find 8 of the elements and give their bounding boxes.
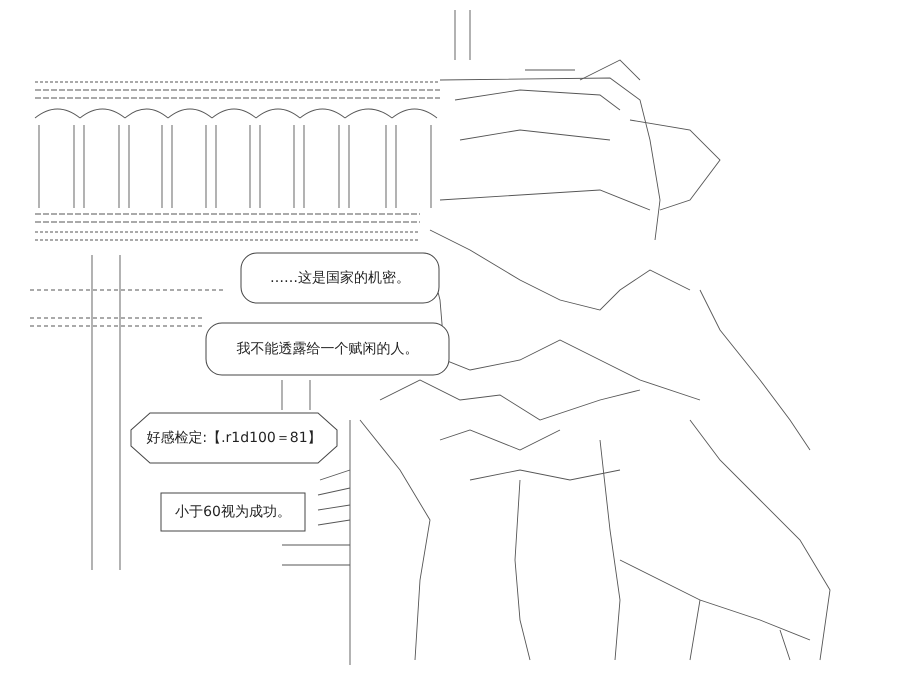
dialogue-text: 小于60视为成功。 [175,503,291,521]
caption-box [160,492,306,532]
speech-bubble [240,252,440,304]
dialogue-text: 我不能透露给一个赋闲的人。 [236,340,418,358]
dialogue-text: ……这是国家的机密。 [270,269,410,287]
dialogue-text: 好感检定:【.r1d100＝81】 [146,429,322,447]
speech-bubble [205,322,450,376]
caption-box [130,412,338,464]
